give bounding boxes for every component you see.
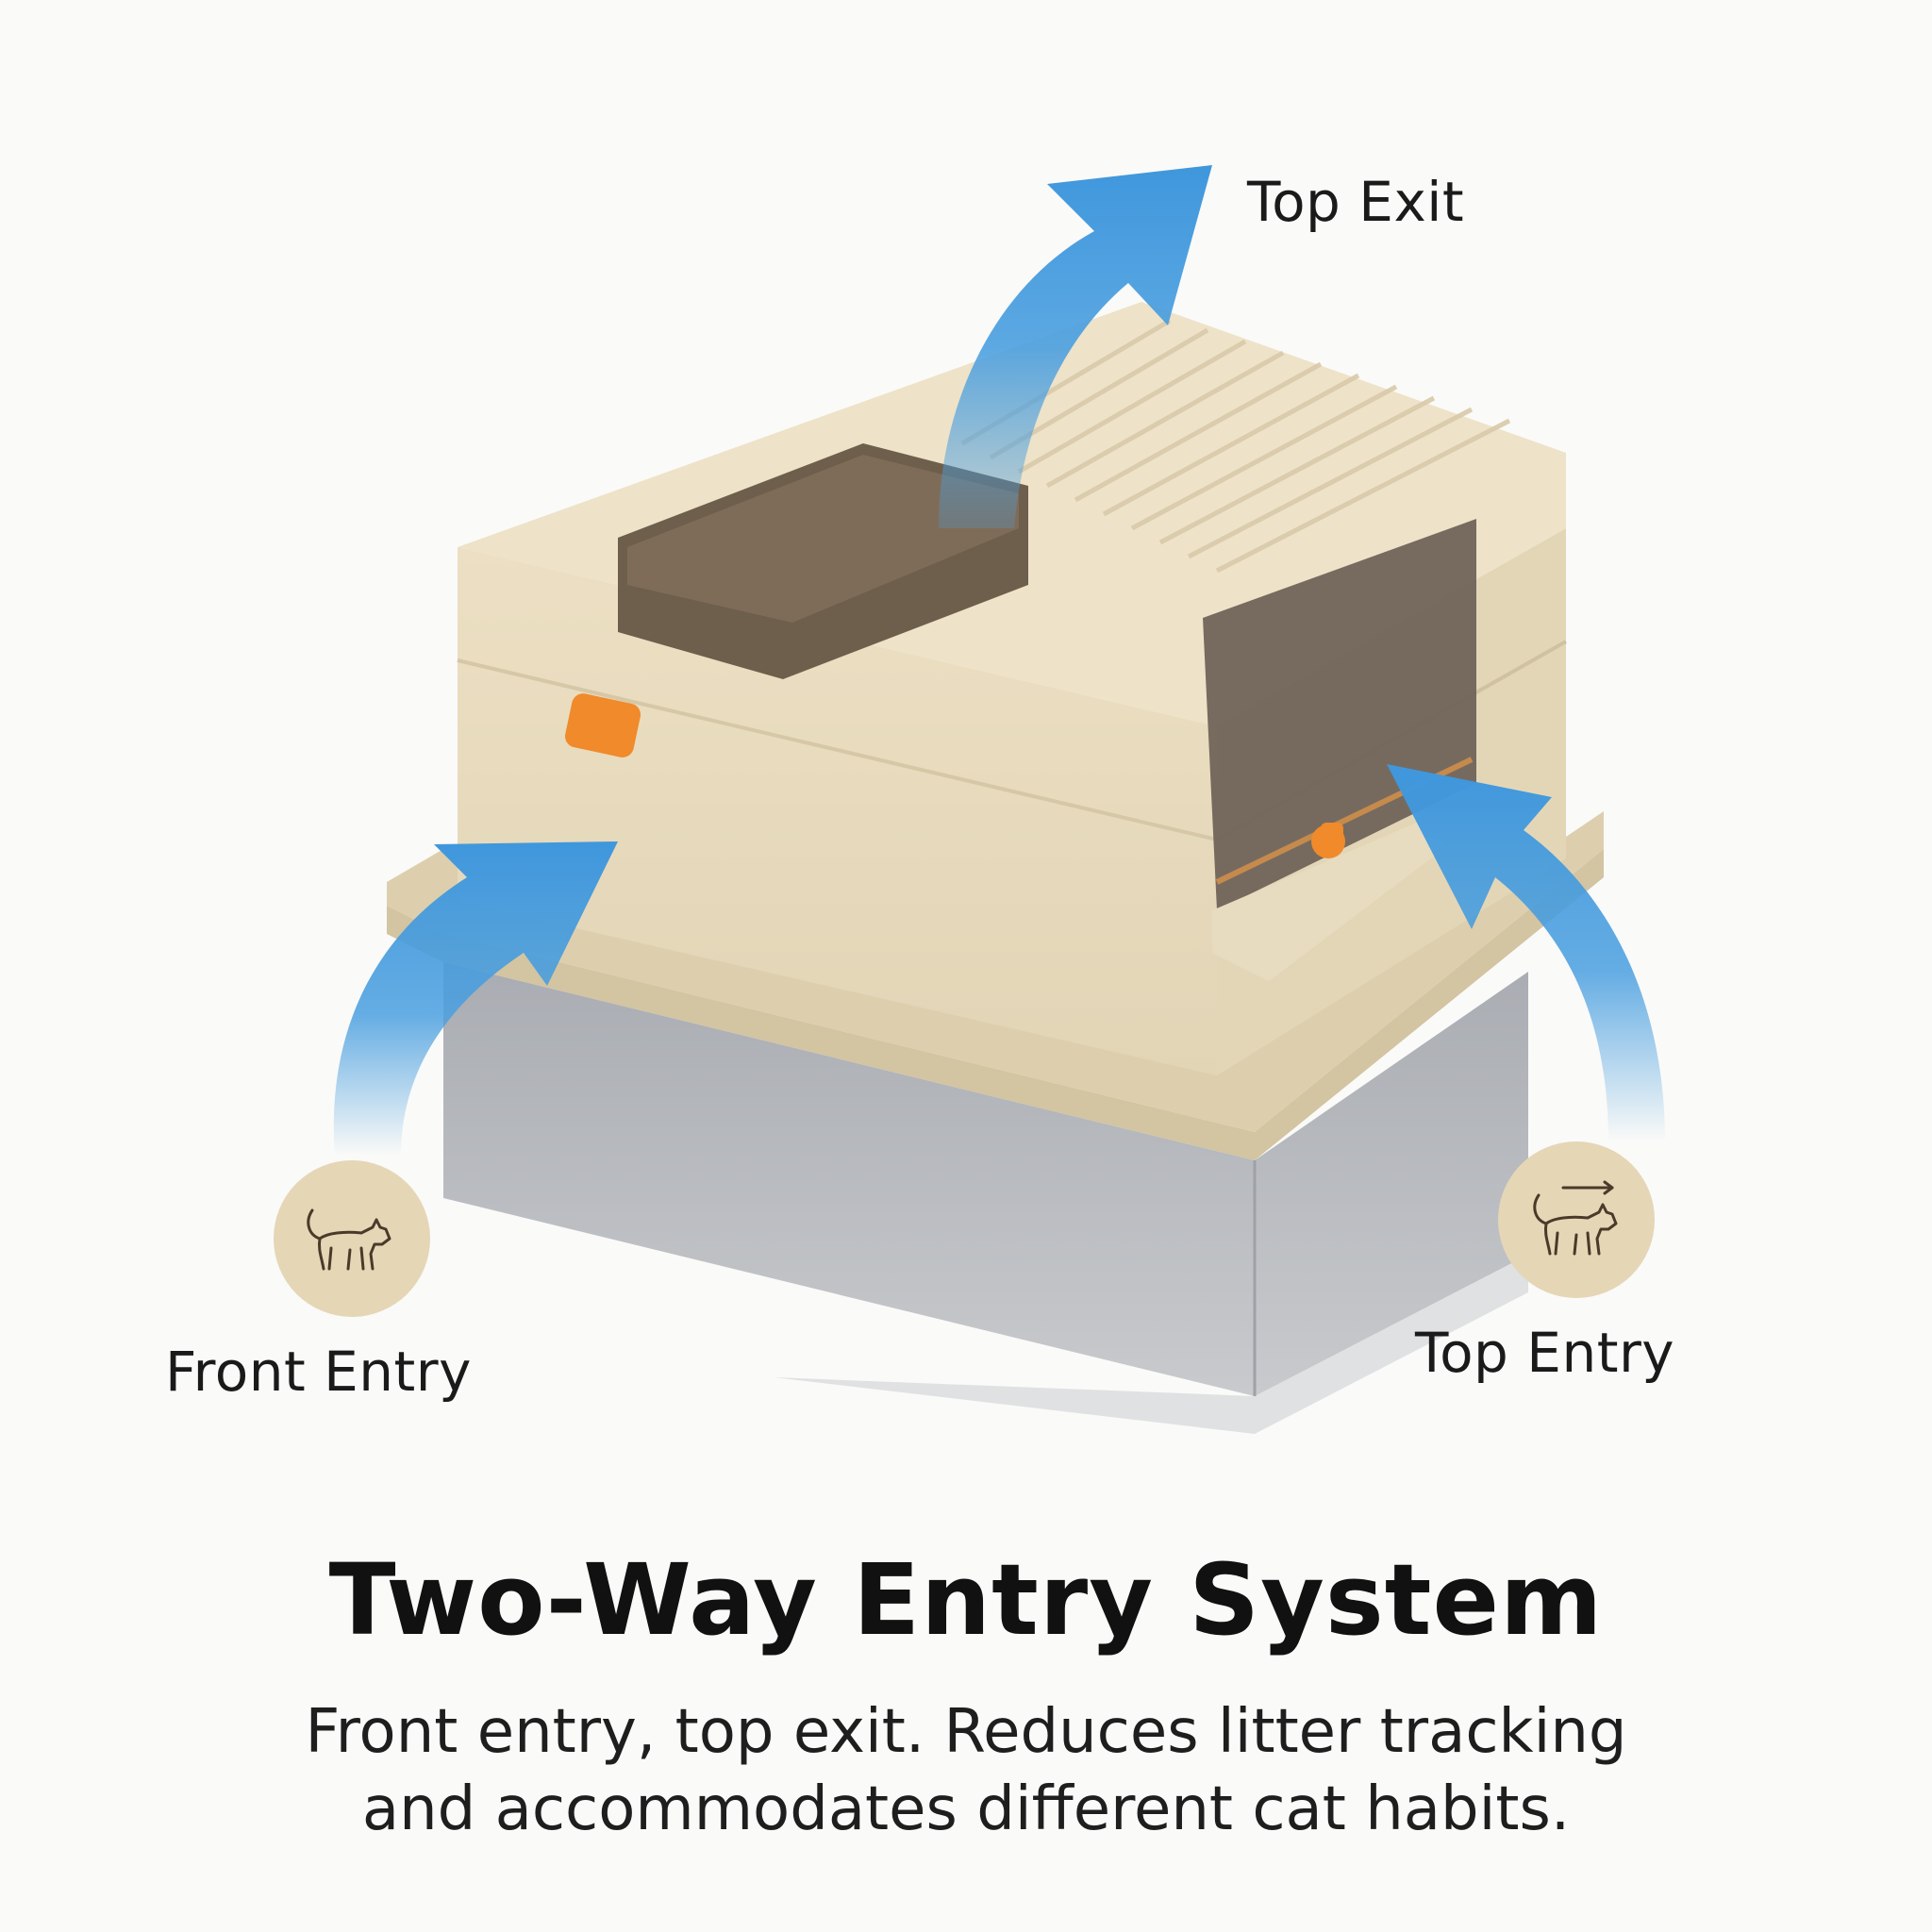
top-exit-arrow (939, 165, 1212, 528)
front-entry-label: Front Entry (165, 1340, 472, 1404)
top-exit-label: Top Exit (1247, 170, 1465, 234)
side-latch (565, 693, 641, 758)
front-entry-badge (274, 1160, 430, 1317)
lid-skirt (387, 811, 1604, 1160)
top-entry-label: Top Entry (1415, 1321, 1675, 1385)
cat-arrow-icon (1533, 1180, 1618, 1256)
description-line-2: and accommodates different cat habits. (361, 1774, 1571, 1844)
front-entry-arrow (333, 841, 618, 1156)
headline: Two-Way Entry System (328, 1542, 1604, 1657)
cat-walking-icon (307, 1208, 391, 1271)
litter-box-hood (457, 302, 1567, 1075)
top-entry-badge (1498, 1141, 1655, 1298)
front-door-window (1203, 519, 1476, 910)
description-line-1: Front entry, top exit. Reduces litter tr… (305, 1697, 1627, 1767)
litter-tray (443, 962, 1528, 1434)
top-entry-arrow (1387, 764, 1665, 1141)
description: Front entry, top exit. Reduces litter tr… (0, 1693, 1932, 1848)
